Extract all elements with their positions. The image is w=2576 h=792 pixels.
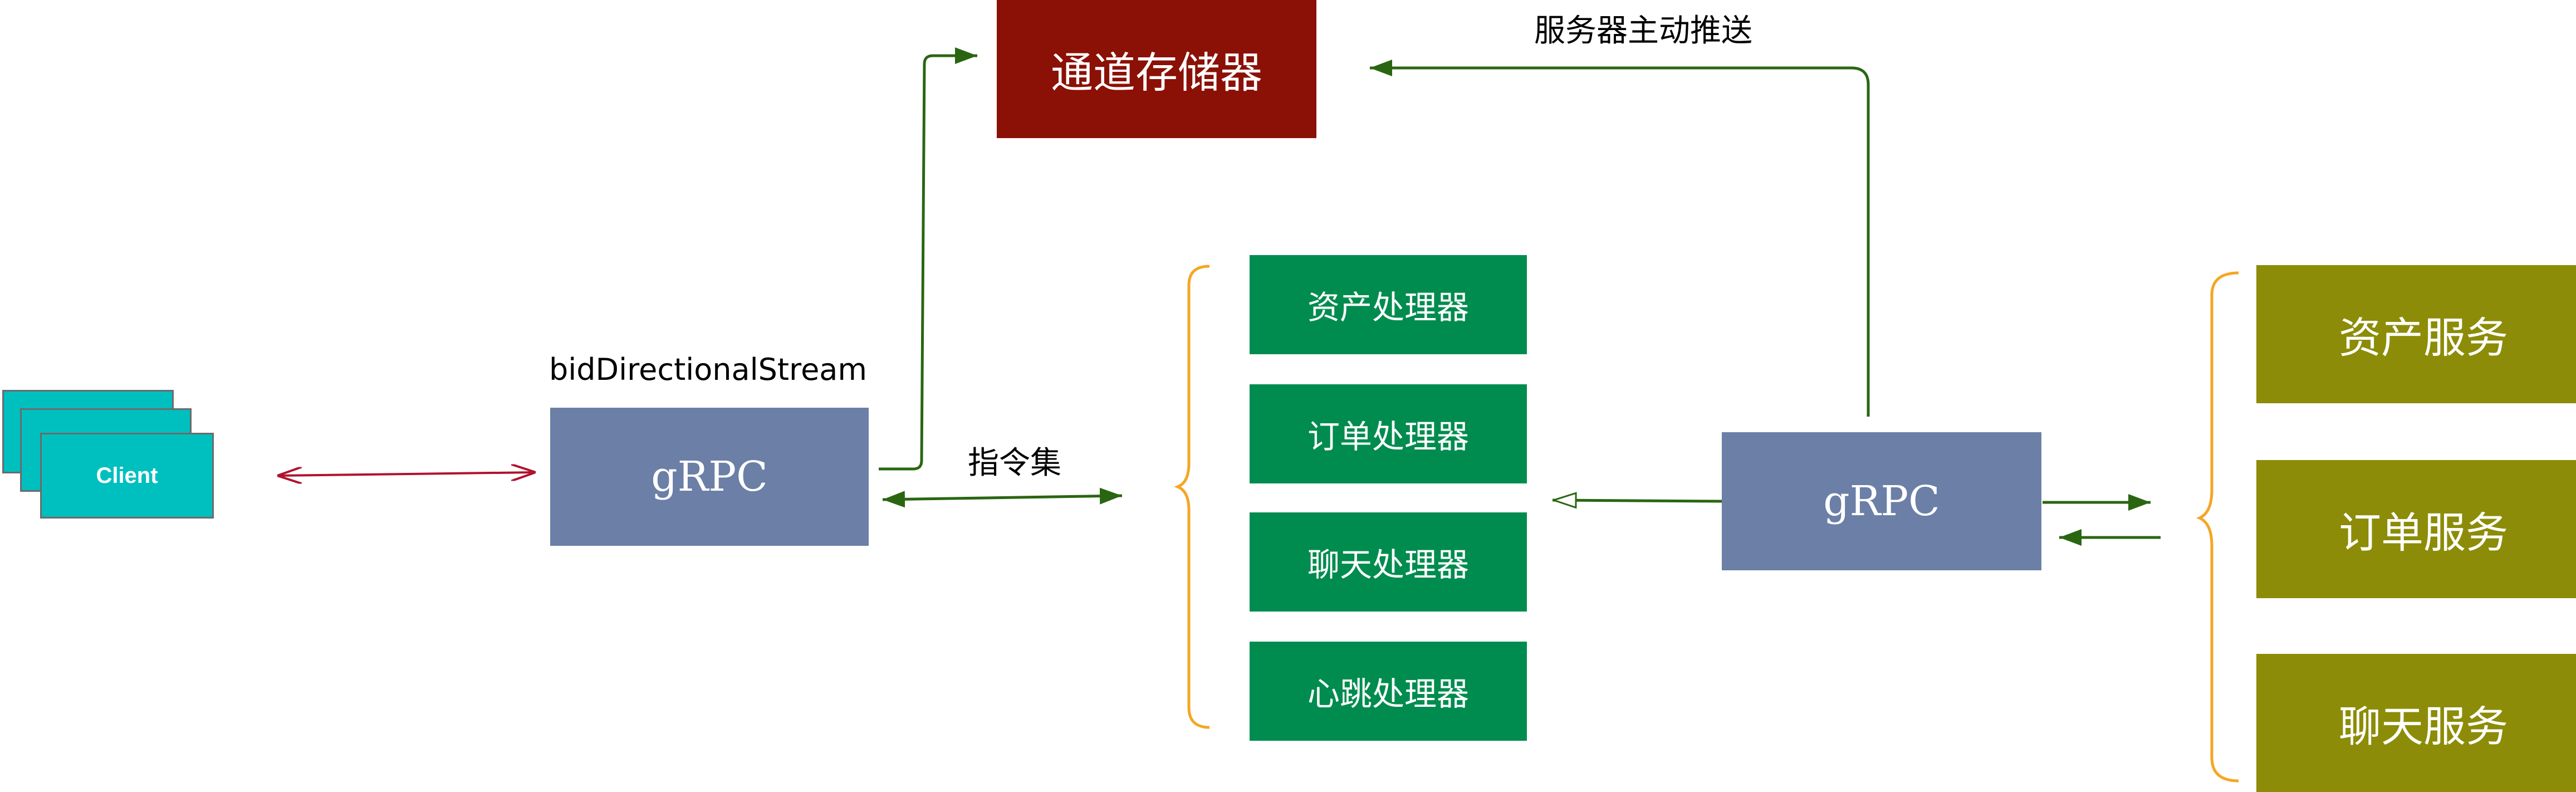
grpc-left-box: gRPC — [550, 408, 869, 546]
processors-brace — [1174, 265, 1210, 729]
server-push-arrow — [1370, 60, 1870, 417]
server-push-label: 服务器主动推送 — [1534, 13, 1752, 49]
grpc-to-processors-arrow — [1553, 500, 1722, 501]
service-order-label: 订单服务 — [2339, 508, 2508, 558]
client-grpc-arrow — [277, 472, 536, 476]
service-asset: 资产服务 — [2256, 265, 2576, 403]
services-brace — [2196, 271, 2239, 783]
channel-store-box: 通道存储器 — [997, 0, 1316, 138]
processor-heartbeat-label: 心跳处理器 — [1307, 675, 1469, 713]
service-chat-label: 聊天服务 — [2339, 702, 2508, 751]
client-card-front: Client — [40, 433, 214, 519]
instruction-set-arrow — [882, 487, 1123, 508]
instruction-set-label: 指令集 — [968, 445, 1061, 481]
grpc-left-label: gRPC — [651, 453, 768, 501]
client-label: Client — [96, 463, 158, 488]
service-asset-label: 资产服务 — [2339, 313, 2508, 363]
processor-heartbeat: 心跳处理器 — [1250, 642, 1527, 741]
grpc-stream-caption: bidDirectionalStream — [549, 352, 867, 387]
processor-asset-label: 资产处理器 — [1307, 289, 1469, 326]
grpc-right-label: gRPC — [1823, 477, 1940, 525]
grpc-right-box: gRPC — [1722, 432, 2041, 570]
processor-chat: 聊天处理器 — [1250, 512, 1527, 612]
processor-asset: 资产处理器 — [1250, 255, 1527, 354]
processor-order: 订单处理器 — [1250, 384, 1527, 483]
grpc-to-channel-store-arrow — [879, 47, 977, 471]
processor-order-label: 订单处理器 — [1307, 418, 1469, 456]
service-order: 订单服务 — [2256, 460, 2576, 598]
service-chat: 聊天服务 — [2256, 654, 2576, 792]
processor-chat-label: 聊天处理器 — [1307, 546, 1469, 584]
channel-store-label: 通道存储器 — [1051, 48, 1262, 97]
